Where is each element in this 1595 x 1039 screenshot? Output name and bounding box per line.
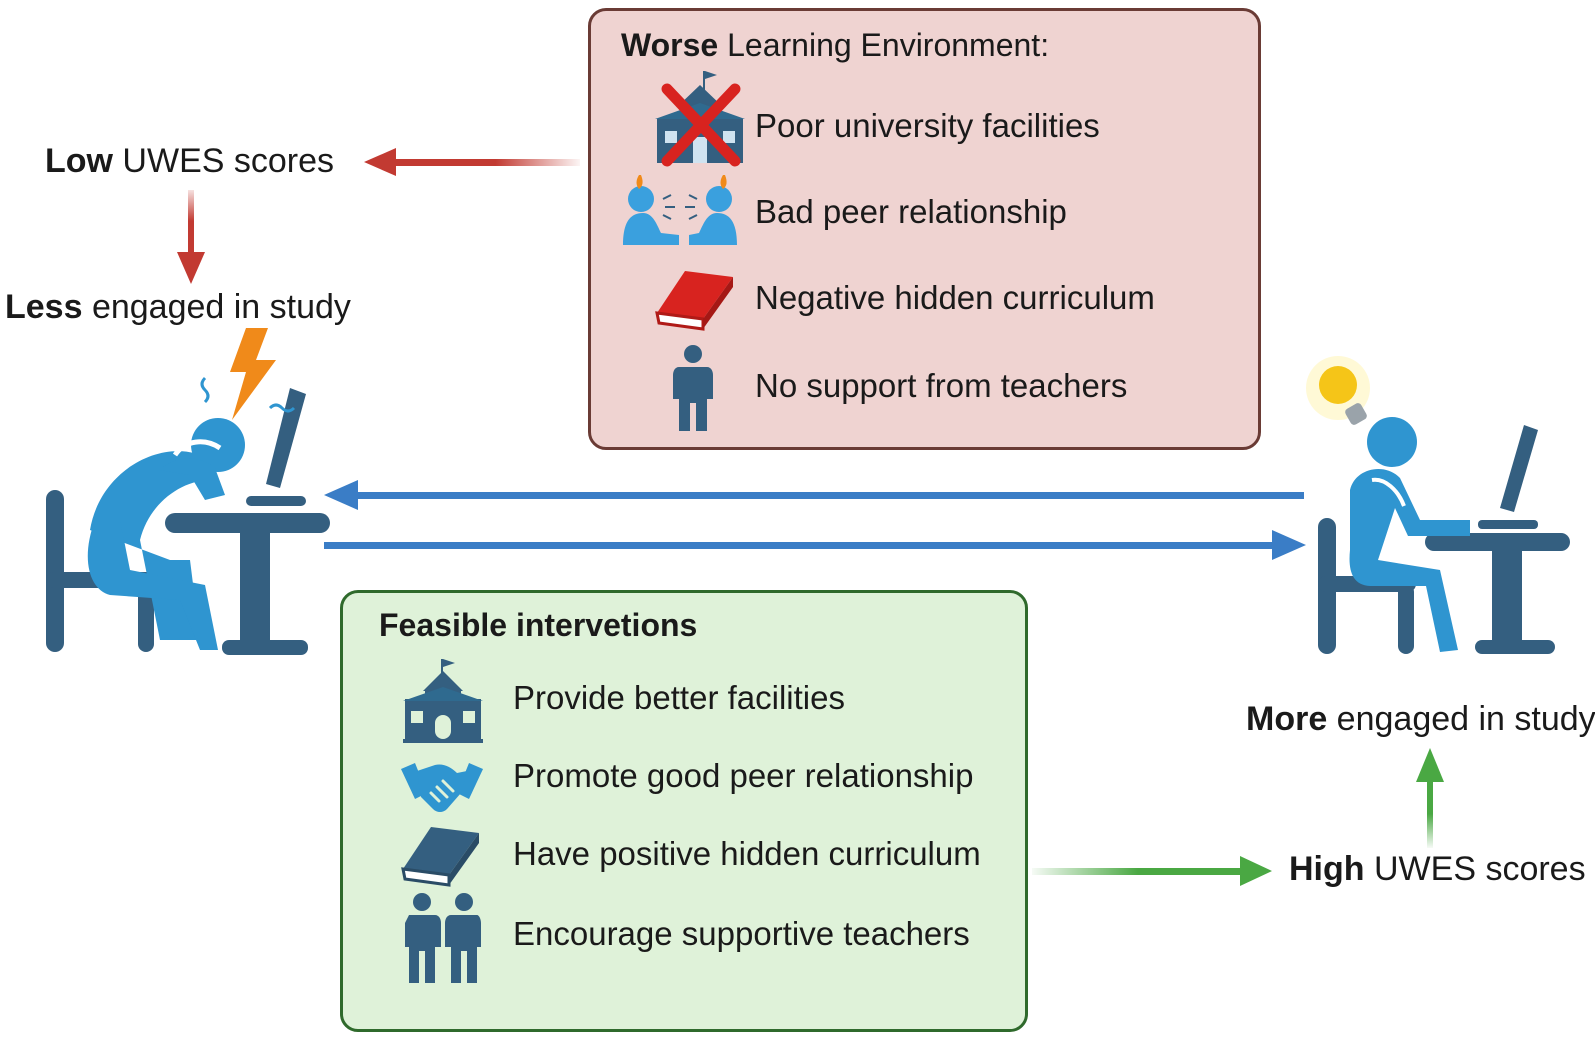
more-engaged-label: More engaged in study — [1246, 700, 1595, 738]
feasible-item-3: Have positive hidden curriculum — [513, 835, 981, 872]
book-icon — [401, 827, 479, 887]
less-engaged-label: Less engaged in study — [5, 288, 351, 326]
two-people-icon — [405, 893, 481, 983]
high-uwes-label: High UWES scores — [1289, 850, 1586, 888]
worse-item-3: Negative hidden curriculum — [755, 279, 1155, 316]
feasible-item-4: Encourage supportive teachers — [513, 915, 970, 952]
arguing-people-icon — [623, 175, 737, 245]
worse-item-1: Poor university facilities — [755, 107, 1100, 144]
feasible-interventions-box: Feasible intervetions Provide better fac… — [340, 590, 1028, 1032]
low-uwes-label: Low UWES scores — [45, 142, 335, 180]
feasible-item-1: Provide better facilities — [513, 679, 845, 716]
engaged-student-icon — [1306, 356, 1570, 654]
arrow-high-to-more — [1416, 748, 1444, 848]
worse-item-2: Bad peer relationship — [755, 193, 1067, 230]
stressed-student-icon — [46, 328, 330, 655]
worse-item-4: No support from teachers — [755, 367, 1128, 404]
arrow-feasible-to-high — [1032, 856, 1272, 886]
red-book-icon — [655, 271, 733, 331]
arrow-worse-to-low — [364, 148, 580, 176]
school-icon — [403, 659, 483, 743]
crossed-school-icon — [655, 71, 745, 167]
feasible-item-2: Promote good peer relationship — [513, 757, 974, 794]
worse-box-title: Worse Learning Environment: — [621, 27, 1050, 63]
feasible-box-title: Feasible intervetions — [379, 607, 698, 643]
arrow-left-to-right — [324, 530, 1306, 560]
teacher-figure-icon — [673, 345, 713, 431]
worse-environment-box: Worse Learning Environment: Poor univers… — [588, 8, 1261, 450]
arrow-right-to-left — [324, 480, 1304, 510]
handshake-icon — [401, 763, 483, 812]
arrow-low-to-less — [177, 190, 205, 284]
